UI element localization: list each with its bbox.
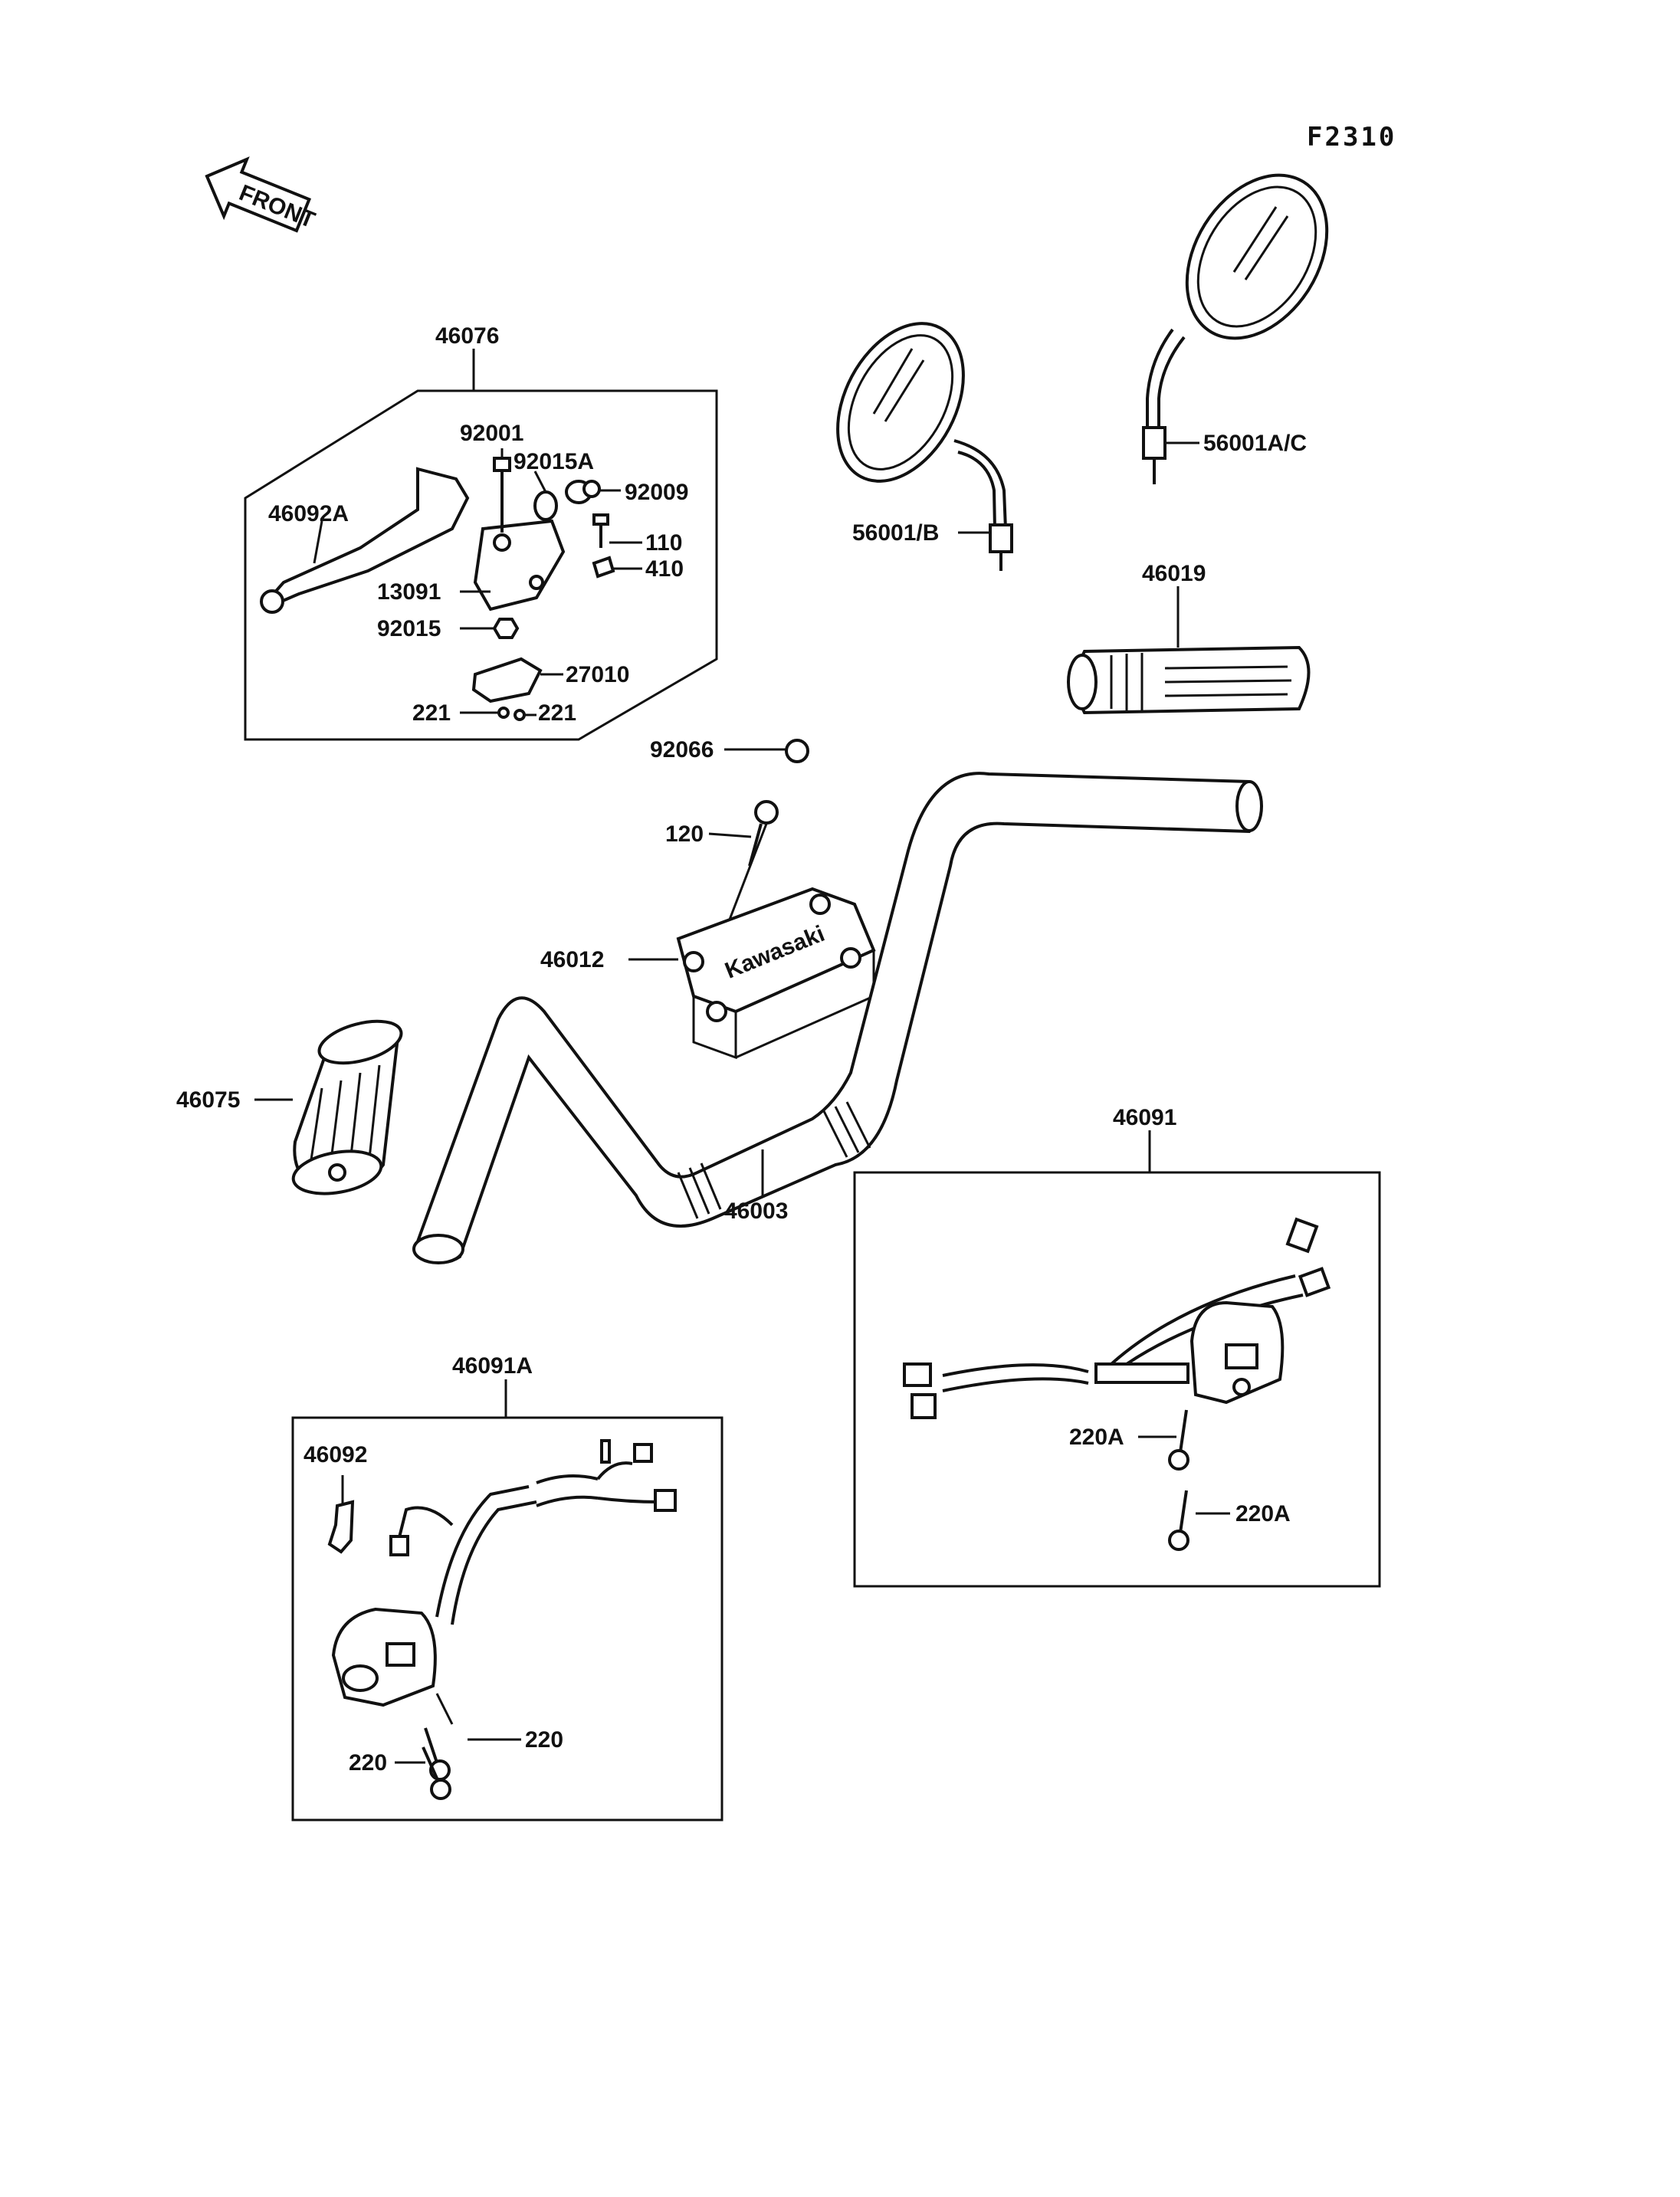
callout-92001: 92001 [460,421,523,446]
handlebar-holder-group: 92066 120 Kawasaki 46012 [540,737,876,1060]
callout-27010: 27010 [566,662,629,687]
callout-221-left: 221 [412,700,451,726]
lever-holder [473,519,566,612]
callout-220A-lower: 220A [1235,1501,1291,1526]
callout-46092A: 46092A [268,501,349,526]
callout-220-right: 220 [525,1727,563,1753]
callout-410: 410 [645,556,684,582]
callout-46092: 46092 [304,1442,367,1467]
callout-56001AC: 56001A/C [1203,431,1307,456]
callout-92066: 92066 [650,737,714,762]
callout-46076: 46076 [435,323,499,349]
callout-13091: 13091 [377,579,441,605]
callout-110: 110 [645,530,682,556]
callout-92015A: 92015A [514,449,594,474]
callout-56001B: 56001/B [852,520,939,546]
left-switch-housing [331,1607,437,1707]
switch-plate [327,1500,355,1554]
brake-switch [471,657,543,703]
callout-46091A: 46091A [452,1353,533,1379]
mirror-right [1142,173,1329,484]
callout-46012: 46012 [540,947,604,972]
right-grip [1067,645,1311,715]
front-arrow-icon: FRONT [205,156,319,233]
handlebar [412,772,1263,1264]
mirror-left [836,322,1013,571]
callout-120: 120 [665,821,704,847]
right-switch-box [853,1171,1381,1588]
callout-92009: 92009 [625,480,688,505]
lever-assembly-group: 46076 [244,323,718,741]
left-switch-group: 46091A 46092 220 220 [291,1353,724,1822]
callout-46091: 46091 [1113,1105,1176,1130]
callout-220-left: 220 [349,1750,387,1776]
callout-221-right: 221 [538,700,576,726]
callout-220A-upper: 220A [1069,1425,1124,1450]
right-switch-group: 46091 220A 220A [853,1105,1381,1588]
lever-assembly-box [244,389,718,741]
callout-92015: 92015 [377,616,441,641]
left-grip [291,1019,403,1195]
callout-46003: 46003 [724,1199,788,1224]
figure-code: F2310 [1307,122,1396,152]
callout-46075: 46075 [176,1087,240,1113]
left-switch-box [291,1416,724,1822]
callout-46019: 46019 [1142,561,1206,586]
